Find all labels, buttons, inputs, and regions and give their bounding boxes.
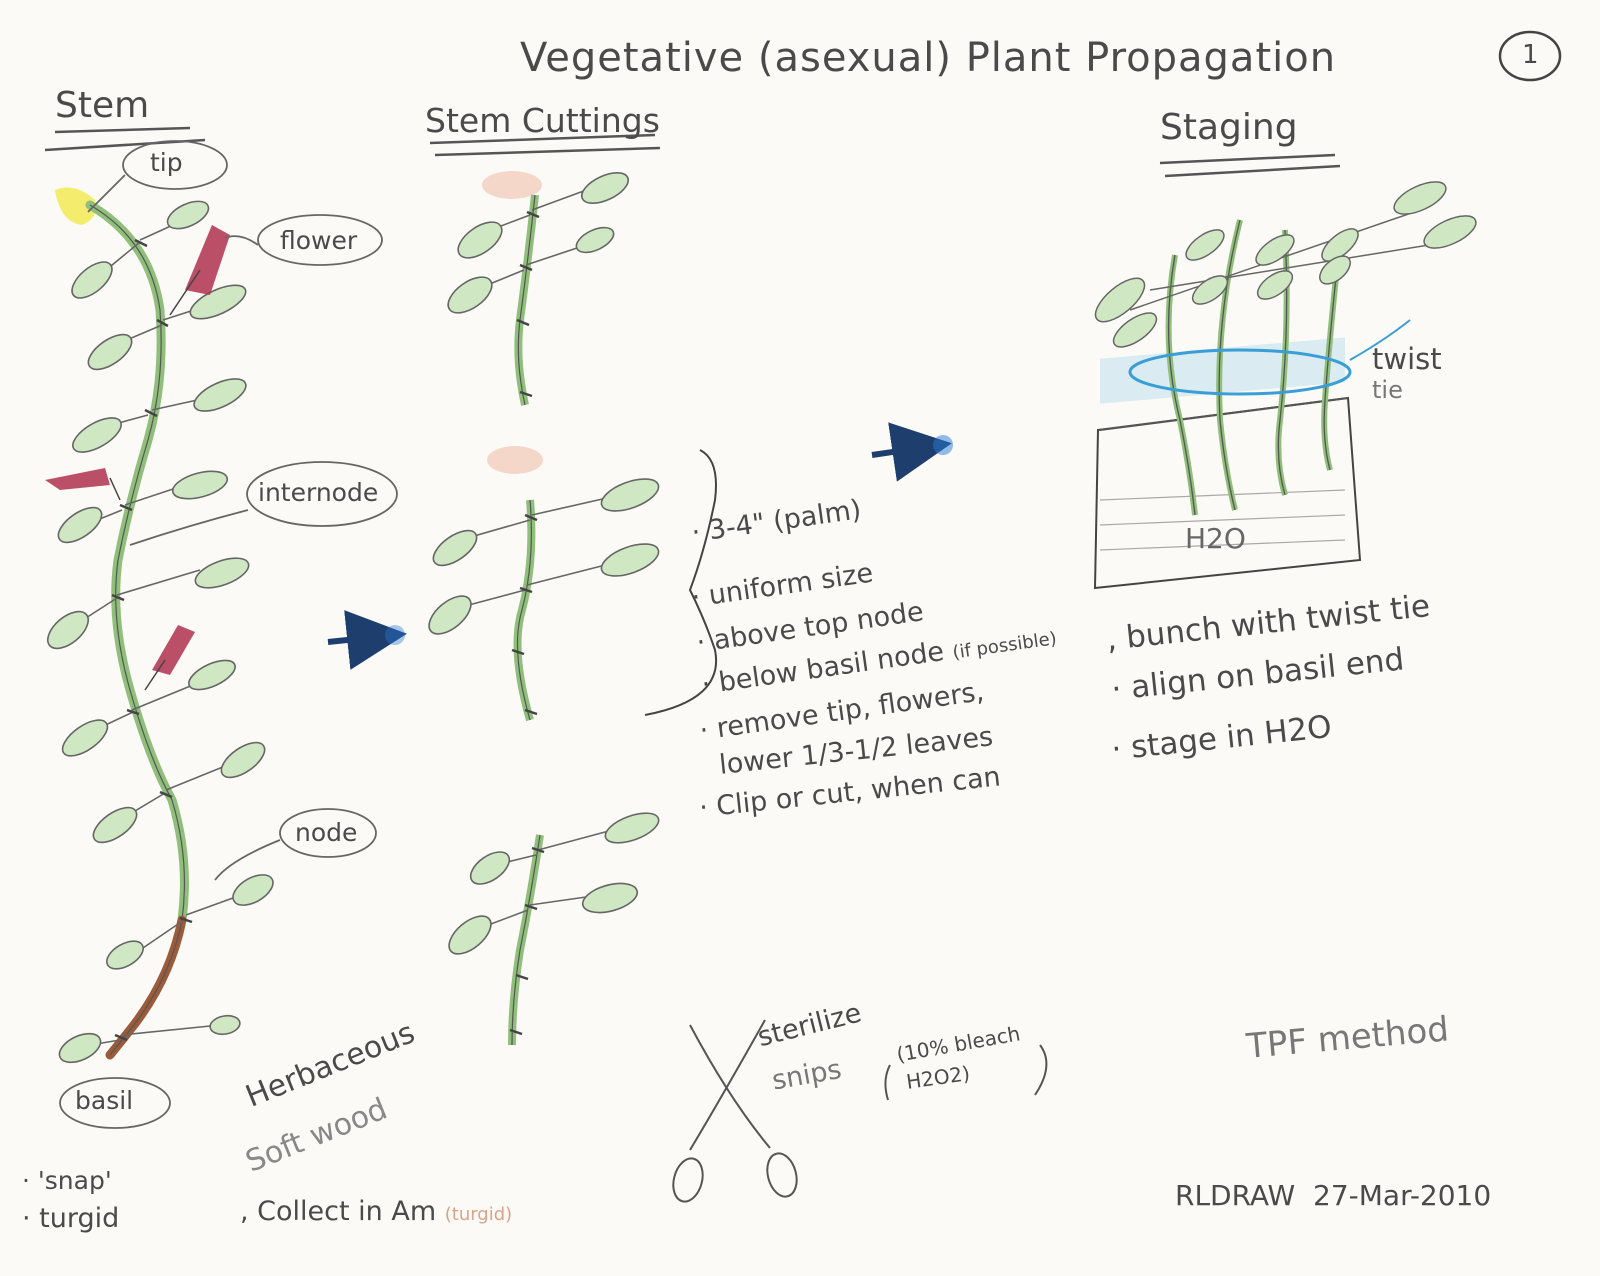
page-number-circle xyxy=(1498,30,1562,82)
heading-underlines xyxy=(44,126,1341,178)
twist-tie-label-1: twist xyxy=(1372,342,1442,376)
stem-cuttings xyxy=(428,171,660,1046)
collect-turgid-note: (turgid) xyxy=(444,1204,513,1225)
stem-cuttings-heading: Stem Cuttings xyxy=(425,101,660,140)
flower-label-bubble xyxy=(257,214,383,266)
twist-tie-label-2: tie xyxy=(1372,376,1403,404)
tip-label-bubble xyxy=(122,140,228,190)
snips-drawing xyxy=(672,1019,1048,1203)
tip-highlight xyxy=(55,187,97,225)
collect-text: Collect in Am xyxy=(257,1196,437,1227)
node-label: node xyxy=(295,818,358,847)
arrow-stem-to-cuttings xyxy=(327,610,407,670)
tip-label: tip xyxy=(150,148,183,177)
snap-bullet: · 'snap' xyxy=(22,1166,112,1195)
internode-label-bubble xyxy=(246,461,398,527)
credit-label: RLDRAW 27-Mar-2010 xyxy=(1175,1179,1492,1212)
staging-bunch xyxy=(1093,181,1477,590)
basil-label-bubble xyxy=(59,1077,171,1129)
arrow-cuttings-to-staging xyxy=(871,422,952,482)
cutting-bracket xyxy=(644,449,718,716)
basil-label: basil xyxy=(75,1086,134,1115)
stem-plant xyxy=(45,140,398,1129)
turgid-bullet: · turgid xyxy=(22,1203,120,1234)
page-number: 1 xyxy=(1522,40,1539,70)
twist-tie xyxy=(1128,348,1352,396)
woody-base xyxy=(105,915,187,1060)
staging-heading: Staging xyxy=(1160,107,1298,148)
turgid-text: turgid xyxy=(39,1203,120,1234)
water-label: H2O xyxy=(1185,522,1246,555)
node-label-bubble xyxy=(279,808,377,858)
internode-label: internode xyxy=(258,478,379,507)
collect-note: , Collect in Am (turgid) xyxy=(240,1196,513,1227)
page-title: Vegetative (asexual) Plant Propagation xyxy=(520,35,1337,81)
stem-heading: Stem xyxy=(55,85,150,126)
flower-label: flower xyxy=(280,226,358,255)
snap-text: 'snap' xyxy=(37,1166,112,1195)
